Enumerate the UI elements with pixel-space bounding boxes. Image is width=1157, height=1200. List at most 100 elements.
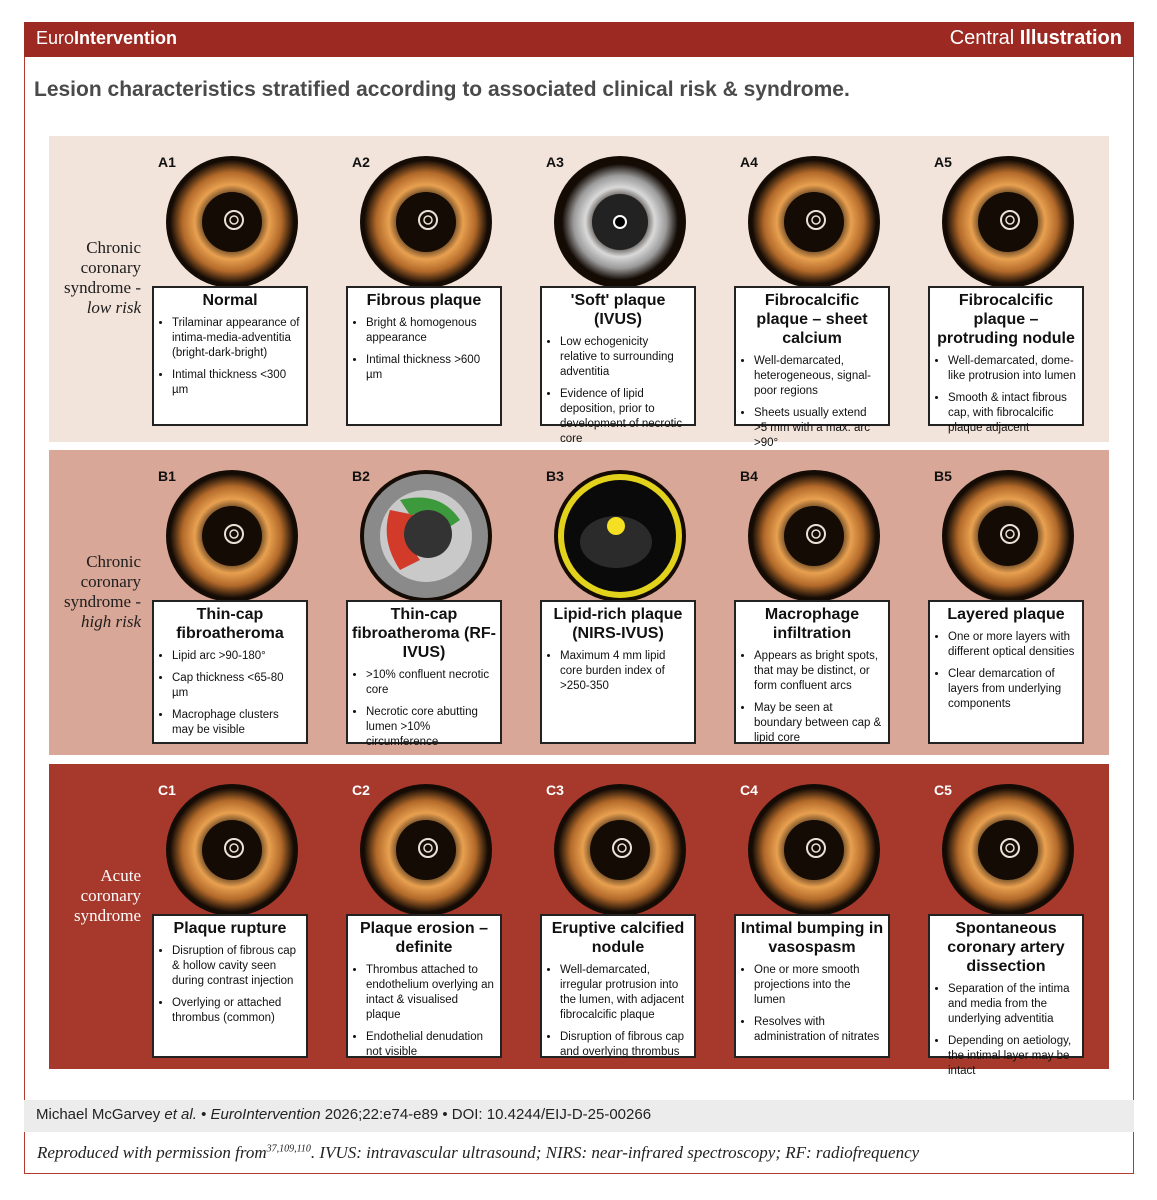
lesion-bullet: One or more smooth projections into the … [754, 963, 882, 1008]
lesion-title: Plaque erosion – definite [359, 920, 489, 956]
lesion-card: Thin-cap fibroatheroma (RF-IVUS)>10% con… [346, 600, 502, 748]
lesion-bullets: Separation of the intima and media from … [930, 982, 1082, 1079]
lesion-title: Spontaneous coronary artery dissection [947, 920, 1065, 975]
section-label-line: coronary [80, 886, 141, 905]
lesion-card: Intimal bumping in vasospasmOne or more … [734, 914, 890, 1058]
panel-id: A1 [158, 154, 176, 170]
section-label-risk: high risk [81, 612, 141, 631]
lesion-bullet: Thrombus attached to endothelium overlyi… [366, 963, 494, 1023]
section-label-line: coronary [80, 258, 141, 277]
lesion-bullet: Necrotic core abutting lumen >10% circum… [366, 705, 494, 750]
lesion-title: Thin-cap fibroatheroma [176, 606, 284, 642]
lesion-bullets: Appears as bright spots, that may be dis… [736, 649, 888, 746]
lesion-card: Thin-cap fibroatheromaLipid arc >90-180°… [152, 600, 308, 744]
lesion-card: Plaque ruptureDisruption of fibrous cap … [152, 914, 308, 1058]
lesion-bullet: Lipid arc >90-180° [172, 649, 300, 664]
lesion-bullet: Separation of the intima and media from … [948, 982, 1076, 1027]
protruding-nodule-oct-icon [942, 156, 1074, 288]
panel-id: B3 [546, 468, 564, 484]
lesion-bullet: Well-demarcated, irregular protrusion in… [560, 963, 688, 1023]
lesion-bullets: Well-demarcated, irregular protrusion in… [542, 963, 694, 1060]
lesion-bullets: Trilaminar appearance of intima-media-ad… [154, 316, 306, 398]
lesion-bullet: Trilaminar appearance of intima-media-ad… [172, 316, 300, 361]
lesion-card: Fibrocalcific plaque – sheet calciumWell… [734, 286, 890, 449]
lesion-title: Fibrocalcific plaque – sheet calcium [756, 292, 868, 347]
lesion-bullets: Maximum 4 mm lipid core burden index of … [542, 649, 694, 694]
lesion-bullet: Well-demarcated, heterogeneous, signal-p… [754, 354, 882, 399]
section-label-risk: low risk [86, 298, 141, 317]
lesion-bullet: Macrophage clusters may be visible [172, 708, 300, 738]
citation-bar: Michael McGarvey et al. • EuroInterventi… [24, 1100, 1134, 1132]
lesion-title: Eruptive calcified nodule [551, 920, 685, 956]
lesion-bullet: >10% confluent necrotic core [366, 668, 494, 698]
lesion-bullets: Well-demarcated, heterogeneous, signal-p… [736, 354, 888, 451]
lesion-card: Eruptive calcified noduleWell-demarcated… [540, 914, 696, 1058]
panel-id: B1 [158, 468, 176, 484]
lesion-bullet: One or more layers with different optica… [948, 630, 1076, 660]
panel-id: B4 [740, 468, 758, 484]
rf-ivus-icon [360, 470, 492, 602]
lesion-bullet: Disruption of fibrous cap and overlying … [560, 1030, 688, 1060]
layered-plaque-oct-icon [942, 470, 1074, 602]
page-title: Lesion characteristics stratified accord… [34, 78, 850, 101]
section-label-line: coronary [80, 572, 141, 591]
panel-id: C2 [352, 782, 370, 798]
lesion-bullet: Well-demarcated, dome-like protrusion in… [948, 354, 1076, 384]
panel-id: A5 [934, 154, 952, 170]
lesion-title: Plaque rupture [173, 920, 287, 937]
fibrous-plaque-oct-icon [360, 156, 492, 288]
lesion-title: Intimal bumping in vasospasm [740, 920, 884, 956]
section-label-line: syndrome - [64, 592, 141, 611]
footnote: Reproduced with permission from37,109,11… [37, 1143, 920, 1162]
lesion-bullets: One or more layers with different optica… [930, 630, 1082, 712]
plaque-erosion-oct-icon [360, 784, 492, 916]
lesion-card: Macrophage infiltrationAppears as bright… [734, 600, 890, 744]
lesion-title: Fibrocalcific plaque – protruding nodule [937, 292, 1075, 347]
lesion-bullet: Cap thickness <65-80 µm [172, 671, 300, 701]
lesion-card: Layered plaqueOne or more layers with di… [928, 600, 1084, 744]
lesion-bullet: Intimal thickness <300 µm [172, 368, 300, 398]
lesion-title: Lipid-rich plaque (NIRS-IVUS) [553, 606, 683, 642]
lesion-title: 'Soft' plaque (IVUS) [570, 292, 666, 328]
lesion-title: Normal [202, 292, 258, 309]
lesion-bullets: >10% confluent necrotic coreNecrotic cor… [348, 668, 500, 750]
lesion-bullet: Low echogenicity relative to surrounding… [560, 335, 688, 380]
lesion-bullet: Bright & homogenous appearance [366, 316, 494, 346]
lesion-bullet: May be seen at boundary between cap & li… [754, 701, 882, 746]
nirs-ivus-icon [554, 470, 686, 602]
panel-id: A2 [352, 154, 370, 170]
lesion-bullets: Lipid arc >90-180° Cap thickness <65-80 µ… [154, 649, 306, 738]
lesion-bullets: One or more smooth projections into the … [736, 963, 888, 1045]
lesion-card: Plaque erosion – definiteThrombus attach… [346, 914, 502, 1058]
lesion-title: Fibrous plaque [366, 292, 482, 309]
lesion-card: Lipid-rich plaque (NIRS-IVUS) Maximum 4 m… [540, 600, 696, 744]
panel-id: C3 [546, 782, 564, 798]
panel-id: A4 [740, 154, 758, 170]
lesion-card: NormalTrilaminar appearance of intima-me… [152, 286, 308, 426]
lesion-bullet: Overlying or attached thrombus (common) [172, 996, 300, 1026]
normal-oct-icon [166, 156, 298, 288]
panel-id: A3 [546, 154, 564, 170]
lesion-bullets: Bright & homogenous appearanceIntimal th… [348, 316, 500, 383]
section-label-line: Acute [100, 866, 141, 885]
header-bar: EuroIntervention Central Illustration [24, 22, 1134, 57]
panel-id: B5 [934, 468, 952, 484]
lesion-card: Fibrocalcific plaque – protruding nodule… [928, 286, 1084, 434]
vasospasm-oct-icon [748, 784, 880, 916]
lesion-bullets: Disruption of fibrous cap & hollow cavit… [154, 944, 306, 1026]
section-label-line: Chronic [86, 238, 141, 257]
lesion-bullets: Well-demarcated, dome-like protrusion in… [930, 354, 1082, 436]
panel-id: C4 [740, 782, 758, 798]
lesion-card: Spontaneous coronary artery dissectionSe… [928, 914, 1084, 1077]
lesion-bullet: Intimal thickness >600 µm [366, 353, 494, 383]
plaque-rupture-oct-icon [166, 784, 298, 916]
lesion-card: Fibrous plaqueBright & homogenous appear… [346, 286, 502, 426]
lesion-bullet: Clear demarcation of layers from underly… [948, 667, 1076, 712]
soft-plaque-ivus-icon [554, 156, 686, 288]
